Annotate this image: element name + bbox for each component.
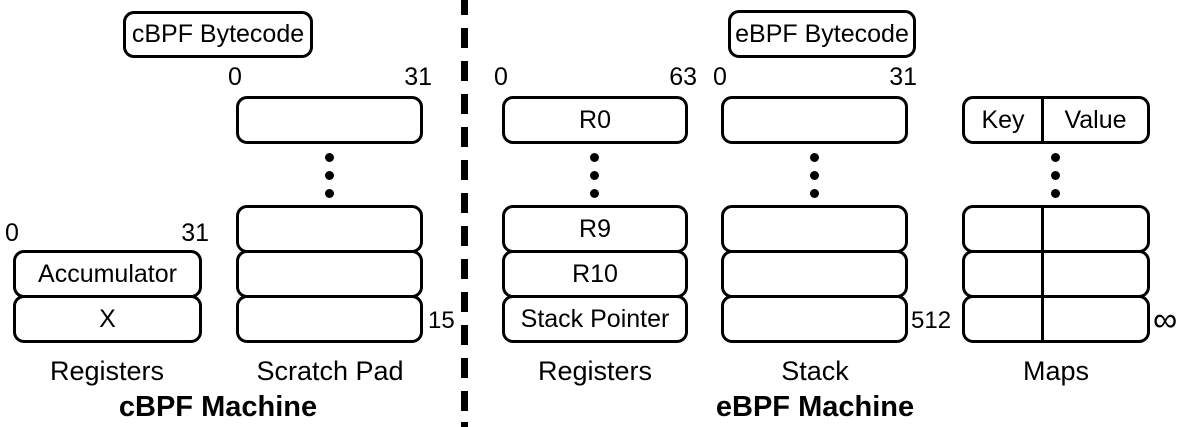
cbpf-registers-column-label: Registers — [49, 356, 165, 386]
register-cell-x: X — [13, 295, 202, 343]
machine-divider — [461, 0, 468, 427]
scratch-pad-cell — [236, 205, 423, 253]
maps-key-cell: Key — [965, 99, 1044, 141]
stack-cells — [721, 205, 908, 343]
register-cell-r0: R0 — [502, 96, 688, 144]
scratch-pad-top-cell — [236, 96, 423, 144]
ebpf-registers-bit-range: 0 63 — [494, 63, 697, 91]
stack-last-index: 512 — [911, 307, 952, 334]
maps-key-cell — [965, 208, 1044, 250]
bit-start-label: 0 — [228, 63, 242, 91]
maps-key-cell — [965, 298, 1044, 340]
register-cell-r9: R9 — [502, 205, 688, 253]
stack-column-label: Stack — [781, 356, 849, 386]
scratch-pad-cell — [236, 250, 423, 298]
cbpf-bytecode-label: cBPF Bytecode — [131, 20, 305, 48]
bit-end-label: 31 — [181, 219, 209, 247]
bit-end-label: 31 — [404, 63, 432, 91]
maps-row — [962, 295, 1150, 343]
ebpf-bytecode-label: eBPF Bytecode — [735, 19, 909, 48]
ellipsis-dots — [325, 153, 334, 198]
maps-value-cell — [1044, 208, 1147, 250]
bit-end-label: 63 — [669, 63, 697, 91]
maps-key-cell — [965, 253, 1044, 295]
stack-cell — [721, 205, 908, 253]
ebpf-bytecode-box: eBPF Bytecode — [728, 10, 916, 58]
maps-rows — [962, 205, 1150, 343]
scratch-pad-bit-range: 0 31 — [228, 63, 432, 91]
maps-column-label: Maps — [1022, 356, 1090, 386]
cbpf-bytecode-box: cBPF Bytecode — [123, 11, 313, 58]
register-cell-r10: R10 — [502, 250, 688, 298]
maps-row — [962, 205, 1150, 253]
scratch-pad-cell — [236, 295, 423, 343]
register-cell-accumulator: Accumulator — [13, 250, 202, 298]
ellipsis-dots — [590, 153, 599, 198]
bit-start-label: 0 — [5, 219, 19, 247]
stack-top-cell — [721, 96, 908, 144]
maps-row — [962, 250, 1150, 298]
bit-start-label: 0 — [713, 63, 727, 91]
maps-header-row: Key Value — [962, 96, 1150, 144]
ebpf-machine-title: eBPF Machine — [715, 391, 915, 423]
register-cell-stack-pointer: Stack Pointer — [502, 295, 688, 343]
scratch-pad-cells — [236, 205, 423, 343]
ebpf-register-cells: R9 R10 Stack Pointer — [502, 205, 688, 343]
stack-bit-range: 0 31 — [713, 63, 917, 91]
ellipsis-dots — [810, 153, 819, 198]
cbpf-register-cells: Accumulator X — [13, 250, 202, 343]
scratch-pad-column-label: Scratch Pad — [256, 356, 404, 386]
stack-cell — [721, 250, 908, 298]
ellipsis-dots — [1051, 153, 1060, 198]
maps-last-index: ∞ — [1153, 301, 1178, 339]
bit-start-label: 0 — [494, 63, 508, 91]
maps-value-cell — [1044, 298, 1147, 340]
cbpf-registers-bit-range: 0 31 — [5, 219, 209, 247]
maps-value-cell — [1044, 253, 1147, 295]
maps-value-cell: Value — [1064, 105, 1127, 134]
scratch-pad-last-index: 15 — [428, 307, 455, 334]
stack-cell — [721, 295, 908, 343]
cbpf-machine-title: cBPF Machine — [118, 391, 318, 423]
ebpf-registers-column-label: Registers — [537, 356, 653, 386]
bit-end-label: 31 — [889, 63, 917, 91]
